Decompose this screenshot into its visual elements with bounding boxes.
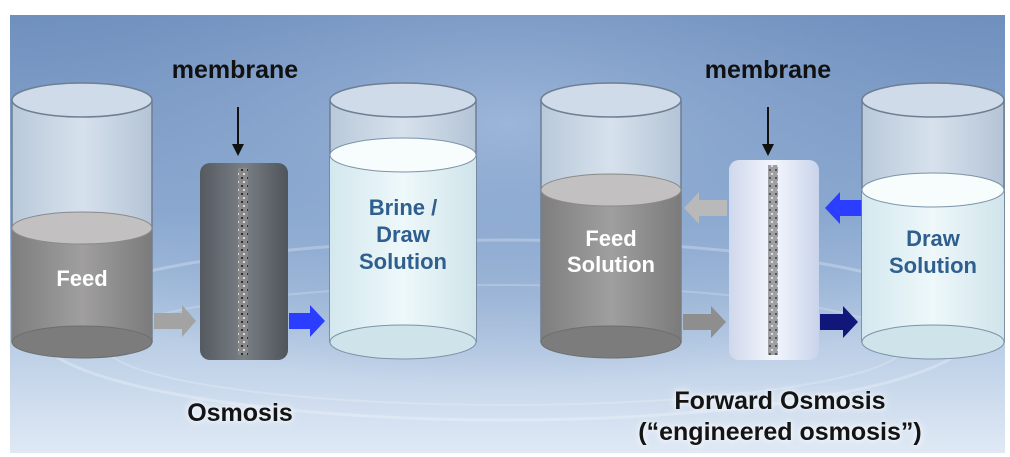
background-glow	[10, 15, 1005, 453]
light-gray-arrow	[684, 192, 727, 224]
blue-arrow	[825, 192, 862, 224]
forward-osmosis-caption-line: Forward Osmosis	[674, 387, 886, 415]
draw-tank-label-line: Brine /	[368, 195, 438, 220]
feed-solution-label-line: Solution	[567, 251, 655, 277]
membrane-pointer-arrow-head	[232, 144, 244, 156]
draw-solution-label-line: Draw	[906, 226, 960, 251]
draw-tank-label-line: Draw	[376, 221, 430, 247]
blue-arrow	[289, 305, 325, 337]
membrane-label: membrane	[704, 56, 832, 84]
gray-arrow	[154, 305, 196, 337]
membrane-label: membrane	[171, 56, 299, 84]
feed-solution-tank	[540, 82, 682, 359]
feed-tank	[11, 82, 153, 359]
draw-tank	[329, 82, 477, 360]
dark-blue-arrow	[820, 306, 858, 338]
membrane-light	[729, 160, 819, 360]
draw-tank-label-line: Solution	[359, 248, 447, 274]
feed-solution-label-line: Feed	[585, 226, 637, 251]
forward-osmosis-caption-line: (“engineered osmosis”)	[638, 417, 922, 446]
draw-tank-label: Brine / Draw Solution	[330, 195, 476, 275]
gray-arrow	[683, 306, 726, 338]
draw-solution-tank-label: Draw Solution	[862, 226, 1004, 280]
draw-solution-label-line: Solution	[889, 252, 977, 278]
membrane-pointer-arrow-head	[762, 144, 774, 156]
membrane-dark	[200, 163, 288, 360]
feed-solution-tank-label: Feed Solution	[541, 226, 681, 278]
feed-tank-label: Feed	[56, 266, 108, 291]
osmosis-caption: Osmosis	[187, 399, 293, 427]
draw-solution-tank	[861, 82, 1005, 360]
forward-osmosis-caption: Forward Osmosis (“engineered osmosis”)	[615, 386, 945, 447]
